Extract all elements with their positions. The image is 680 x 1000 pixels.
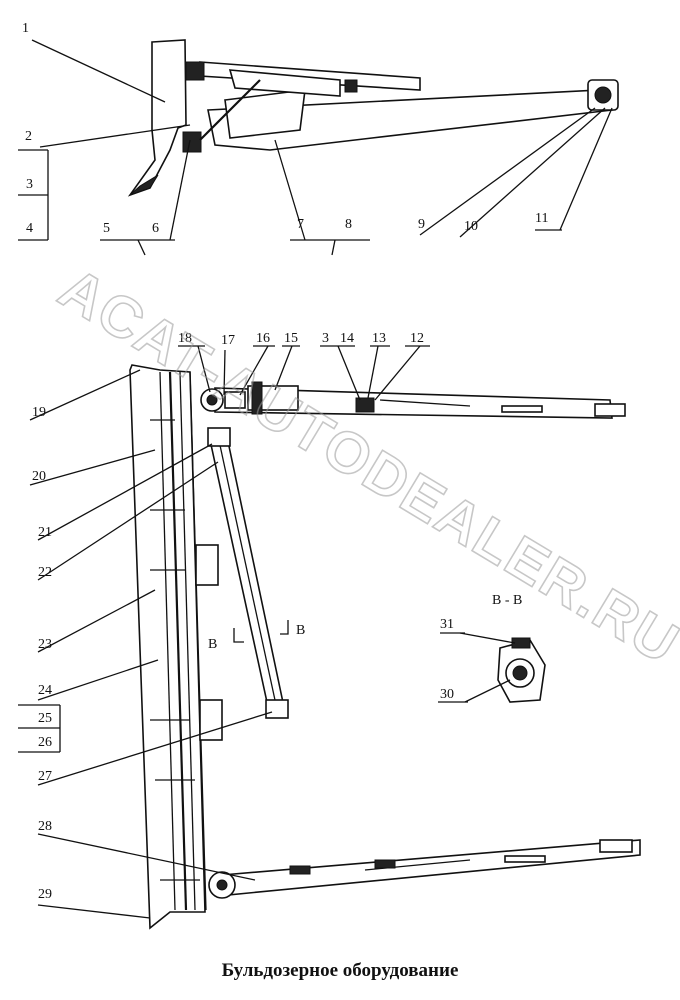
section-mark-right: B: [296, 623, 305, 638]
lower-push-beam: [220, 839, 641, 896]
blade-bracket-mid: [195, 544, 219, 586]
callout-12: 12: [410, 331, 424, 346]
callout-labels-top: 1 2 3 4 5 6 7 8 9 10 11: [22, 21, 548, 236]
lower-clamp-b: [374, 859, 396, 869]
callout-18: 18: [178, 331, 192, 346]
callout-1: 1: [22, 21, 29, 36]
push-arm-box: [224, 89, 306, 139]
side-view-leaders: [18, 39, 613, 256]
strut-clamp: [344, 79, 358, 93]
callout-11: 11: [535, 211, 548, 226]
callout-9: 9: [418, 217, 425, 232]
callout-7: 7: [297, 217, 304, 232]
section-mark-left: B: [208, 637, 217, 652]
callout-25: 25: [38, 711, 52, 726]
upper-beam-end: [594, 403, 626, 417]
upper-pivot-link: [224, 391, 246, 409]
callout-8: 8: [345, 217, 352, 232]
callout-5: 5: [103, 221, 110, 236]
callout-22: 22: [38, 565, 52, 580]
brace-lower-joint: [265, 699, 289, 719]
callout-26: 26: [38, 735, 52, 750]
callout-19: 19: [32, 405, 46, 420]
blade-cutting-edge: [129, 174, 159, 196]
callout-30: 30: [440, 687, 454, 702]
callout-29: 29: [38, 887, 52, 902]
callout-3-top: 3: [26, 177, 33, 192]
blade-upper-joint: [185, 61, 205, 81]
callout-23: 23: [38, 637, 52, 652]
callout-15: 15: [284, 331, 298, 346]
side-view: [127, 39, 619, 197]
callout-labels-main: 3 12 13 14 15 16 17 18 19 20 21 22 23 24…: [32, 331, 454, 902]
blade-bracket-low: [199, 699, 223, 741]
brace-upper-joint: [207, 427, 231, 447]
trunnion-pin: [594, 86, 612, 104]
section-detail: [497, 637, 546, 703]
callout-10: 10: [464, 219, 478, 234]
callout-2: 2: [25, 129, 32, 144]
callout-21: 21: [38, 525, 52, 540]
lower-clamp-a: [289, 865, 311, 875]
callout-16: 16: [256, 331, 270, 346]
callout-6: 6: [152, 221, 159, 236]
callout-28: 28: [38, 819, 52, 834]
callout-3-main: 3: [322, 331, 329, 346]
lower-beam-slot: [504, 855, 546, 863]
section-pin: [512, 665, 528, 681]
callout-17: 17: [221, 333, 235, 348]
rear-strut-side: [228, 69, 341, 97]
blade-lower-joint: [182, 131, 202, 153]
figure-caption: Бульдозерное оборудование: [222, 960, 459, 981]
callout-24: 24: [38, 683, 52, 698]
cylinder-flange: [251, 381, 263, 415]
blade-side: [127, 39, 187, 197]
callout-13: 13: [372, 331, 386, 346]
plan-view-leaders: [18, 345, 516, 919]
callout-14: 14: [340, 331, 354, 346]
plan-view: [129, 364, 641, 930]
callout-20: 20: [32, 469, 46, 484]
callout-27: 27: [38, 769, 52, 784]
section-label: B - B: [492, 593, 522, 608]
diagonal-brace: [199, 79, 261, 141]
lower-beam-end: [599, 839, 633, 853]
callout-4: 4: [26, 221, 33, 236]
section-marks: [233, 620, 289, 643]
beam-clamp: [355, 397, 375, 413]
upper-beam-slot: [501, 405, 543, 413]
callout-31: 31: [440, 617, 454, 632]
